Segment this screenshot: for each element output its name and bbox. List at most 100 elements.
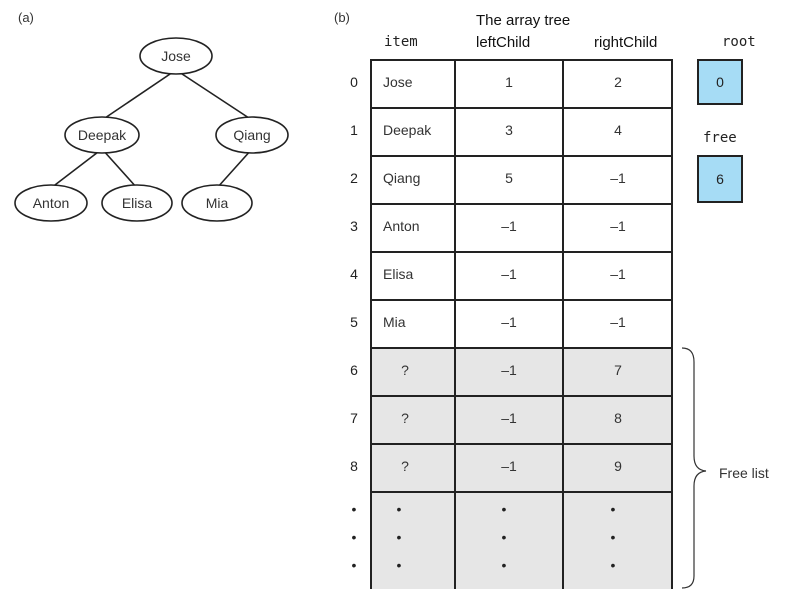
free-label: free xyxy=(703,130,737,146)
free-list-label: Free list xyxy=(719,465,769,481)
table-row-5 xyxy=(370,299,673,347)
root-label: root xyxy=(722,34,756,50)
row-divider-right-3 xyxy=(562,203,564,251)
free-list-brace xyxy=(681,347,707,589)
row-divider-right-6 xyxy=(562,347,564,395)
cell-item-0: Jose xyxy=(383,74,413,90)
ellipsis-right-dot: • xyxy=(610,501,616,517)
tree-edge-jose-qiang xyxy=(175,69,253,121)
row-divider-left-8 xyxy=(454,443,456,491)
free-value: 6 xyxy=(716,171,724,187)
tree-node-elisa xyxy=(101,184,173,222)
row-index-2: 2 xyxy=(350,170,358,186)
tree-node-label-anton: Anton xyxy=(33,195,70,211)
ellipsis-item-dot: • xyxy=(396,501,402,517)
cell-right-8: 9 xyxy=(614,458,622,474)
row-index-1: 1 xyxy=(350,122,358,138)
row-index-3: 3 xyxy=(350,218,358,234)
row-divider-left-4 xyxy=(454,251,456,299)
table-row-2 xyxy=(370,155,673,203)
row-divider-right-0 xyxy=(562,59,564,107)
tree-edge-qiang-mia xyxy=(216,148,253,189)
tree-edge-deepak-anton xyxy=(50,148,103,189)
tree-edge-jose-deepak xyxy=(101,69,177,121)
ellipsis-divider-right xyxy=(562,491,564,589)
table-row-0 xyxy=(370,59,673,107)
cell-item-7: ? xyxy=(401,410,409,426)
tree-node-label-jose: Jose xyxy=(161,48,191,64)
tree-node-qiang xyxy=(215,116,289,154)
ellipsis-item-dot: • xyxy=(396,529,402,545)
tree-node-label-mia: Mia xyxy=(206,195,229,211)
table-row-1 xyxy=(370,107,673,155)
free-box: 6 xyxy=(697,155,743,203)
ellipsis-index-dot: • xyxy=(351,529,357,545)
cell-right-1: 4 xyxy=(614,122,622,138)
cell-right-5: –1 xyxy=(610,314,626,330)
row-divider-left-3 xyxy=(454,203,456,251)
root-box: 0 xyxy=(697,59,743,105)
panel-a-label: (a) xyxy=(18,10,34,25)
cell-item-1: Deepak xyxy=(383,122,432,138)
row-divider-left-0 xyxy=(454,59,456,107)
cell-left-6: –1 xyxy=(501,362,517,378)
cell-left-2: 5 xyxy=(505,170,513,186)
table-row-4 xyxy=(370,251,673,299)
row-divider-right-7 xyxy=(562,395,564,443)
tree-node-mia xyxy=(181,184,253,222)
tree-node-deepak xyxy=(64,116,140,154)
row-divider-left-5 xyxy=(454,299,456,347)
array-tree-title: The array tree xyxy=(476,12,571,29)
cell-right-4: –1 xyxy=(610,266,626,282)
ellipsis-left-dot: • xyxy=(501,501,507,517)
table-row-8 xyxy=(370,443,673,491)
cell-left-3: –1 xyxy=(501,218,517,234)
row-index-5: 5 xyxy=(350,314,358,330)
column-header-rightchild: rightChild xyxy=(594,34,658,51)
ellipsis-index-dot: • xyxy=(351,557,357,573)
cell-left-1: 3 xyxy=(505,122,513,138)
cell-right-0: 2 xyxy=(614,74,622,90)
tree-node-anton xyxy=(14,184,88,222)
cell-left-5: –1 xyxy=(501,314,517,330)
row-divider-right-1 xyxy=(562,107,564,155)
tree-node-label-qiang: Qiang xyxy=(233,127,270,143)
row-index-8: 8 xyxy=(350,458,358,474)
tree-edge-deepak-elisa xyxy=(101,148,138,189)
table-row-3 xyxy=(370,203,673,251)
panel-b-label: (b) xyxy=(334,10,350,25)
row-index-6: 6 xyxy=(350,362,358,378)
ellipsis-divider-left xyxy=(454,491,456,589)
table-row-7 xyxy=(370,395,673,443)
row-index-4: 4 xyxy=(350,266,358,282)
tree-edges xyxy=(50,69,253,189)
cell-left-0: 1 xyxy=(505,74,513,90)
row-divider-left-2 xyxy=(454,155,456,203)
cell-item-5: Mia xyxy=(383,314,406,330)
cell-left-4: –1 xyxy=(501,266,517,282)
root-value: 0 xyxy=(716,74,724,90)
row-divider-right-2 xyxy=(562,155,564,203)
ellipsis-right-dot: • xyxy=(610,557,616,573)
cell-item-3: Anton xyxy=(383,218,420,234)
cell-right-7: 8 xyxy=(614,410,622,426)
tree-node-jose xyxy=(139,37,213,75)
row-divider-left-7 xyxy=(454,395,456,443)
row-divider-right-8 xyxy=(562,443,564,491)
table-ellipsis-region xyxy=(370,491,673,589)
cell-item-2: Qiang xyxy=(383,170,421,186)
cell-item-8: ? xyxy=(401,458,409,474)
column-header-leftchild: leftChild xyxy=(476,34,531,51)
cell-right-2: –1 xyxy=(610,170,626,186)
ellipsis-right-dot: • xyxy=(610,529,616,545)
ellipsis-item-dot: • xyxy=(396,557,402,573)
ellipsis-index-dot: • xyxy=(351,501,357,517)
tree-node-label-elisa: Elisa xyxy=(122,195,153,211)
cell-left-8: –1 xyxy=(501,458,517,474)
row-divider-right-5 xyxy=(562,299,564,347)
tree-node-label-deepak: Deepak xyxy=(78,127,127,143)
column-header-item: item xyxy=(384,34,418,50)
ellipsis-left-dot: • xyxy=(501,557,507,573)
